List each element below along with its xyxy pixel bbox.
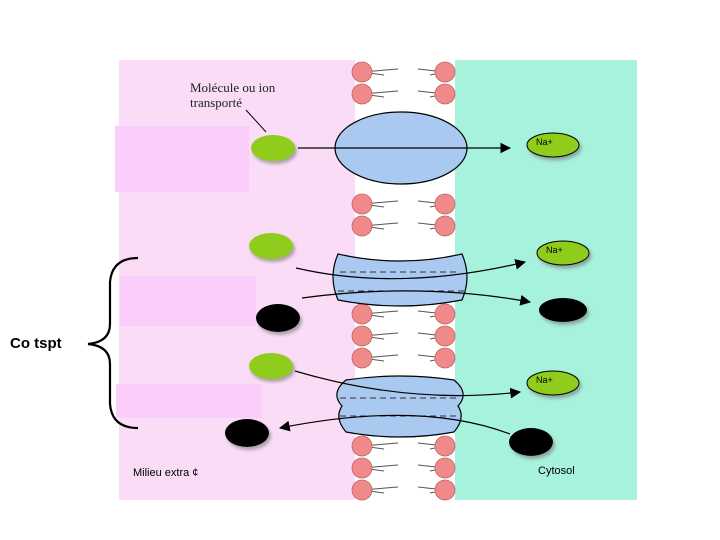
- antiport-protein: [336, 375, 464, 438]
- label-box-2: [120, 276, 256, 326]
- lipid-head: [351, 215, 373, 237]
- molecules: [225, 132, 590, 456]
- arrow-antiport-2: [278, 414, 511, 435]
- lipid-head: [351, 303, 373, 325]
- arrow-symport-2: [301, 290, 532, 306]
- black-molecule-4: [509, 428, 553, 456]
- lipid-head: [351, 193, 373, 215]
- transport-proteins: [332, 111, 470, 438]
- green-molecule-2: [249, 233, 293, 259]
- co-transport-label: Co tspt: [10, 335, 62, 352]
- cytosol-label: Cytosol: [538, 465, 575, 477]
- co-transport-brace: [87, 256, 139, 430]
- arrow-antiport-1: [294, 370, 522, 399]
- green-molecule-3: [249, 353, 293, 379]
- sodium-ion-1: [526, 132, 580, 158]
- lipid-head: [434, 435, 456, 457]
- extracellular-label: Milieu extra ¢: [133, 467, 199, 479]
- sodium-ion-2: [536, 240, 590, 266]
- lipid-head: [434, 479, 456, 501]
- sodium-ion-label-2: Na+: [546, 245, 563, 255]
- lipid-head: [434, 347, 456, 369]
- arrow-symport-1: [295, 259, 527, 280]
- lipid-head: [434, 61, 456, 83]
- lipid-head: [351, 83, 373, 105]
- lipid-bilayer: [351, 61, 456, 501]
- label-box-1: [115, 126, 249, 192]
- black-molecule-1: [256, 304, 300, 332]
- sodium-ion-label-1: Na+: [536, 137, 553, 147]
- lipid-head: [351, 435, 373, 457]
- black-molecule-2: [225, 419, 269, 447]
- lipid-head: [351, 457, 373, 479]
- symport-protein: [332, 253, 468, 307]
- lipid-head: [434, 303, 456, 325]
- pointer-line: [245, 109, 267, 133]
- lipid-head: [434, 193, 456, 215]
- black-molecule-3: [539, 298, 587, 322]
- lipid-head: [351, 479, 373, 501]
- lipid-head: [434, 457, 456, 479]
- label-box-3: [116, 384, 262, 418]
- sodium-ion-label-3: Na+: [536, 375, 553, 385]
- transported-molecule-label: Molécule ou ion transporté: [190, 80, 276, 110]
- lipid-head: [434, 215, 456, 237]
- sodium-ion-3: [526, 370, 580, 396]
- lipid-head: [351, 347, 373, 369]
- lipid-head: [434, 83, 456, 105]
- green-molecule-1: [251, 135, 295, 161]
- lipid-head: [351, 325, 373, 347]
- transport-arrows: [245, 109, 532, 435]
- lipid-head: [351, 61, 373, 83]
- lipid-head: [434, 325, 456, 347]
